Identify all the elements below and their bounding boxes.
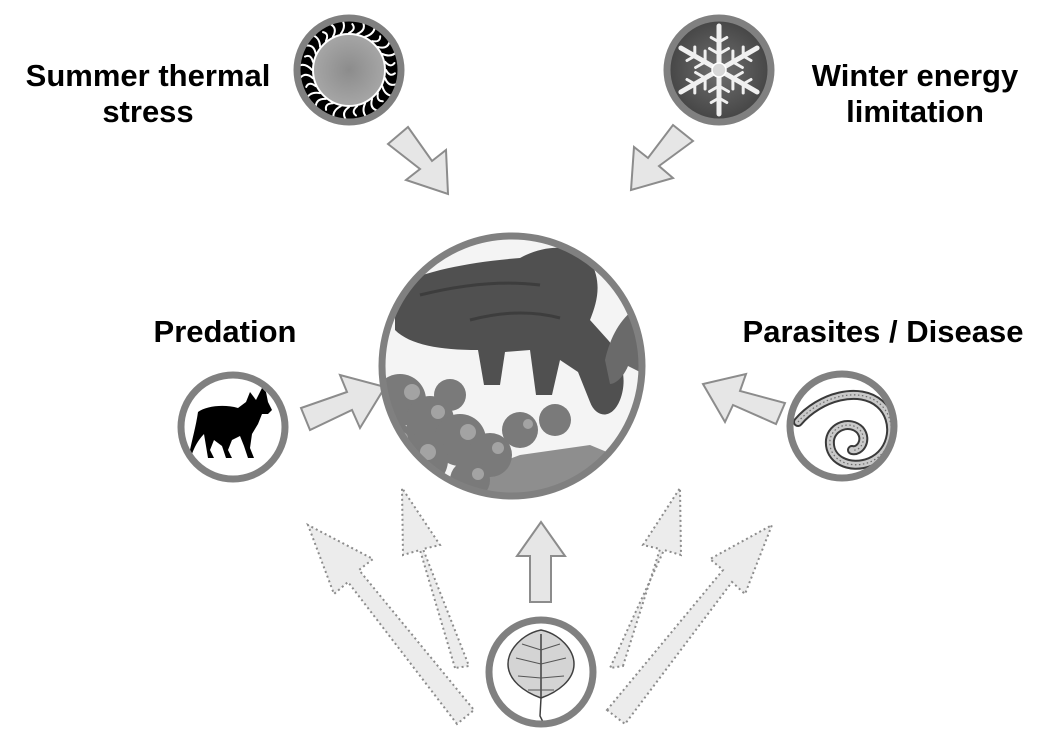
summer-node	[297, 18, 401, 122]
winter-node	[667, 18, 771, 122]
predation-node	[181, 375, 285, 479]
forage-node	[489, 620, 593, 724]
predation-label: Predation	[118, 314, 332, 350]
summer-label-line1: Summer thermal	[8, 58, 288, 94]
moose-node	[373, 234, 682, 520]
summer-thermal-stress-label: Summer thermal stress	[8, 58, 288, 130]
winter-label-line1: Winter energy	[790, 58, 1040, 94]
arrow-parasites-to-moose	[703, 374, 785, 424]
arrow-summer-to-moose	[388, 127, 448, 194]
parasites-disease-label: Parasites / Disease	[720, 314, 1046, 350]
winter-energy-limitation-label: Winter energy limitation	[790, 58, 1040, 130]
parasites-node	[790, 374, 894, 478]
arrow-predation-to-moose	[301, 375, 385, 430]
winter-label-line2: limitation	[790, 94, 1040, 130]
arrow-forage-to-moose	[517, 522, 565, 602]
arrow-winter-to-moose	[631, 125, 693, 190]
summer-label-line2: stress	[8, 94, 288, 130]
